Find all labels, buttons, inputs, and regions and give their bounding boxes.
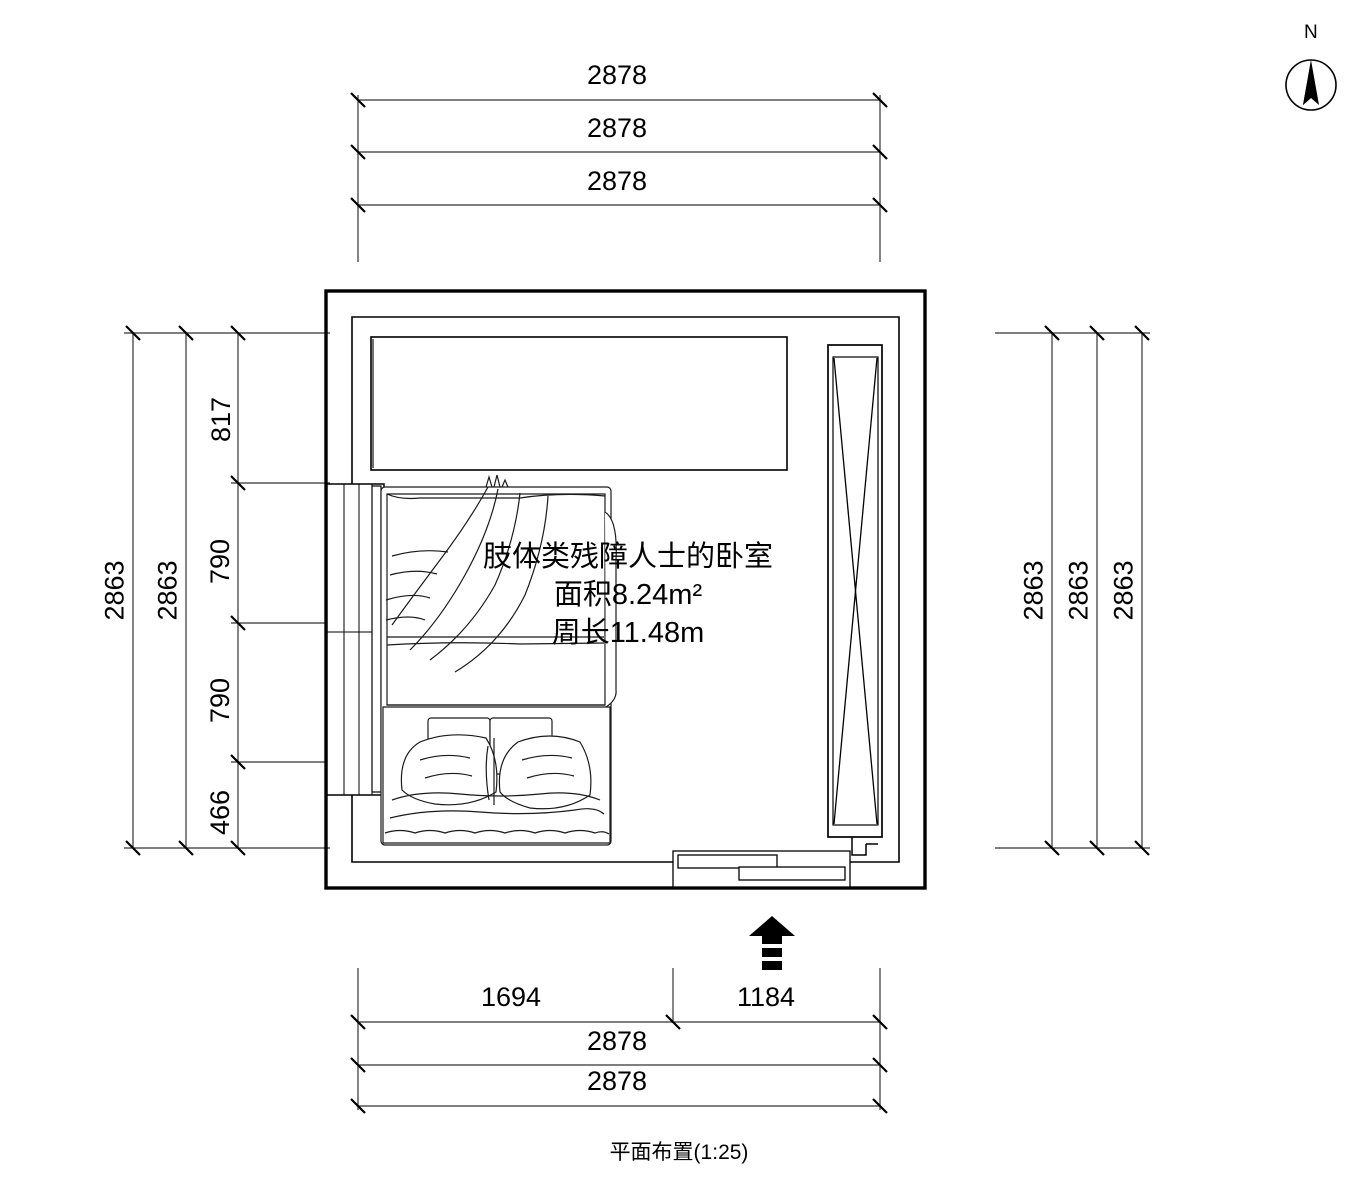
dimension-left-seg-4: 466 [205,789,236,836]
window-left [326,483,385,796]
dimension-bottom-1: 2878 [587,1026,648,1056]
north-label: N [1304,22,1318,43]
room-perimeter: 周长11.48m [551,617,705,649]
room-name: 肢体类残障人士的卧室 [482,541,773,573]
dimension-right-2: 2863 [1063,560,1094,621]
dimension-bottom-2: 2878 [587,1066,648,1096]
north-arrow [1285,59,1337,111]
dimension-right-1: 2863 [1018,560,1049,621]
entry-direction-arrow [749,916,795,970]
right-dimension-group [995,325,1150,856]
dimension-bottom-seg-2: 1184 [737,982,796,1012]
dimension-top-3: 2878 [587,166,648,196]
dimension-top-1: 2878 [587,60,648,90]
dimension-bottom-seg-1: 1694 [481,982,542,1012]
room-label-block: 肢体类残障人士的卧室 面积8.24m² 周长11.48m [448,538,808,652]
dimension-top-2: 2878 [587,113,648,143]
sliding-door [672,850,851,888]
bottom-dimension-group [350,968,888,1114]
dimension-left-2: 2863 [152,560,183,621]
left-dimension-group [124,325,330,856]
plan-title: 平面布置(1:25) [609,1141,749,1164]
dimension-left-1: 2863 [99,560,130,621]
top-dimension-group [350,92,888,262]
closet-right [827,344,883,856]
dimension-left-seg-1: 817 [206,396,237,443]
dimension-left-seg-3: 790 [205,677,236,724]
bed [380,474,617,846]
wardrobe-top [370,336,788,471]
room-area: 面积8.24m² [553,579,703,611]
dimension-left-seg-2: 790 [205,538,236,585]
dimension-right-3: 2863 [1108,560,1139,621]
